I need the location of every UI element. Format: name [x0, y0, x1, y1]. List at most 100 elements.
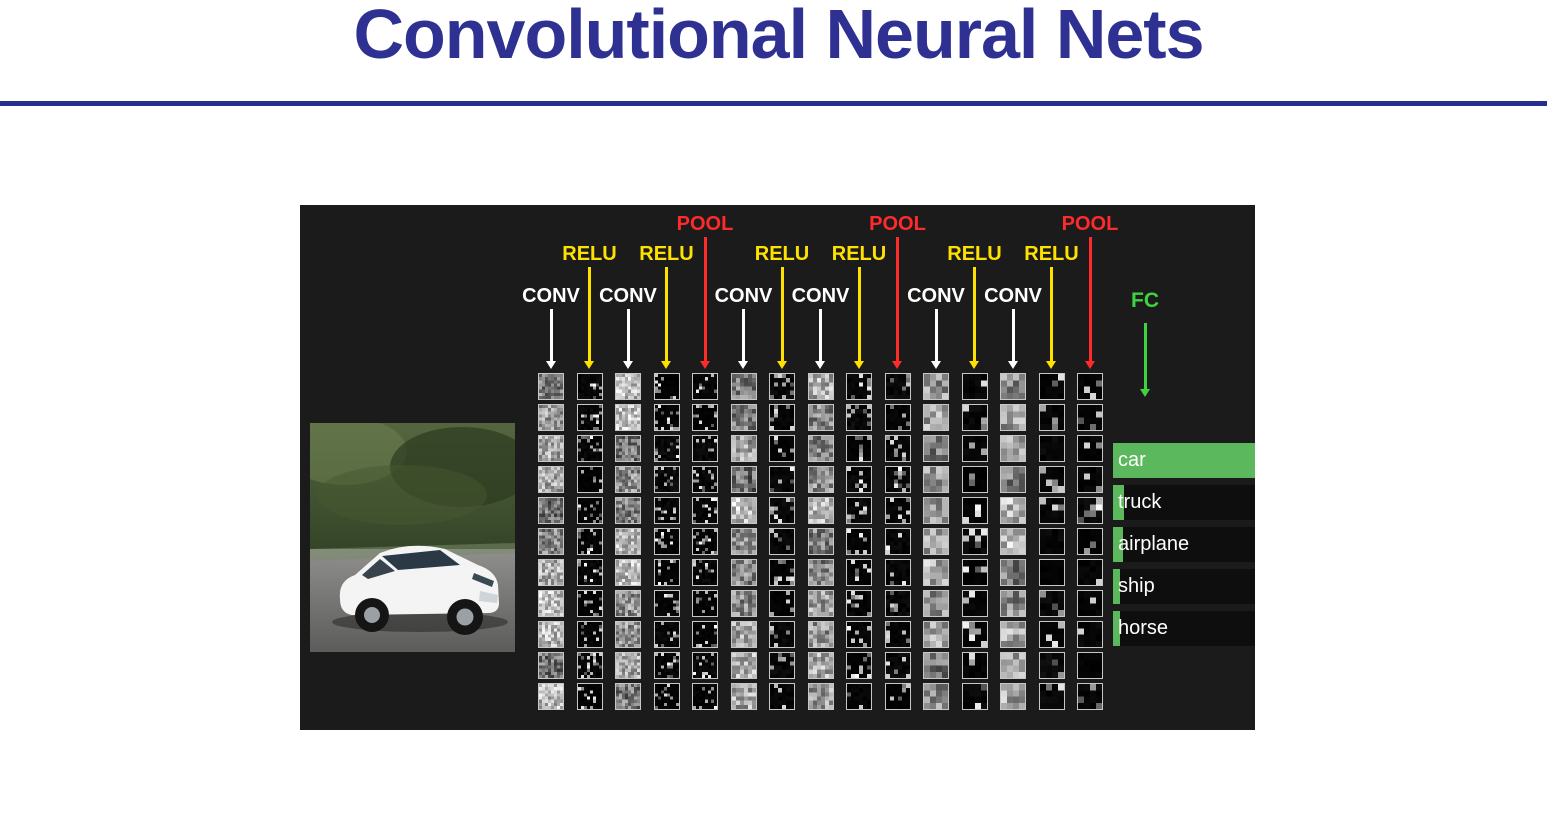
feature-map-tile: [615, 559, 641, 586]
feature-map-tile: [846, 559, 872, 586]
feature-map-tile: [615, 652, 641, 679]
feature-map-column: [961, 373, 988, 710]
feature-map-tile: [1077, 621, 1103, 648]
conv-arrow-icon: [622, 309, 634, 369]
feature-map-tile: [692, 435, 718, 462]
feature-map-tile: [576, 590, 603, 617]
feature-map-tile: [961, 559, 988, 586]
feature-map-tile: [1038, 404, 1065, 431]
probability-bar: [1113, 611, 1120, 646]
feature-map-tile: [692, 466, 718, 493]
feature-map-tile: [923, 590, 949, 617]
pool-arrow-icon: [892, 237, 903, 369]
layer-label-relu: RELU: [947, 243, 1002, 265]
feature-map-tile: [884, 559, 911, 586]
feature-map-tile: [1038, 590, 1065, 617]
feature-map-tile: [730, 683, 757, 710]
feature-map-tile: [807, 404, 834, 431]
layer-label-relu: RELU: [831, 243, 887, 265]
feature-map-tile: [653, 466, 680, 493]
feature-map-column: [923, 373, 949, 710]
feature-map-tile: [923, 559, 949, 586]
feature-map-tile: [807, 559, 834, 586]
feature-map-tile: [807, 497, 834, 524]
relu-arrow-icon: [969, 267, 980, 369]
feature-map-tile: [615, 528, 641, 555]
feature-map-tile: [615, 621, 641, 648]
feature-map-tile: [961, 373, 988, 400]
feature-map-tile: [961, 590, 988, 617]
feature-map-tile: [1038, 373, 1065, 400]
feature-map-tile: [576, 559, 603, 586]
feature-map-tile: [961, 435, 988, 462]
feature-map-tile: [769, 435, 795, 462]
class-label: ship: [1118, 575, 1155, 597]
feature-map-tile: [692, 559, 718, 586]
feature-map-tile: [923, 404, 949, 431]
feature-map-tile: [884, 435, 911, 462]
conv-arrow-icon: [545, 309, 557, 369]
feature-map-tile: [1038, 435, 1065, 462]
feature-map-tile: [692, 373, 718, 400]
feature-map-tile: [769, 466, 795, 493]
probability-bar: [1113, 485, 1124, 520]
feature-map-tile: [1000, 652, 1026, 679]
feature-map-tile: [615, 590, 641, 617]
prediction-row: horse: [1113, 611, 1255, 646]
feature-map-tile: [692, 497, 718, 524]
feature-map-tile: [961, 404, 988, 431]
feature-map-tile: [615, 683, 641, 710]
feature-map-tile: [1000, 683, 1026, 710]
feature-map-tile: [961, 683, 988, 710]
feature-map-tile: [846, 683, 872, 710]
fc-arrow-icon: [1139, 323, 1151, 397]
feature-map-tile: [1077, 497, 1103, 524]
feature-map-tile: [576, 404, 603, 431]
feature-map-tile: [653, 435, 680, 462]
feature-map-tile: [576, 652, 603, 679]
relu-arrow-icon: [776, 267, 788, 369]
prediction-row: ship: [1113, 569, 1255, 604]
feature-map-tile: [692, 590, 718, 617]
feature-map-tile: [1077, 683, 1103, 710]
feature-map-tile: [692, 621, 718, 648]
feature-map-tile: [884, 404, 911, 431]
feature-map-tile: [730, 621, 757, 648]
feature-map-tile: [807, 652, 834, 679]
feature-map-tile: [576, 621, 603, 648]
feature-map-tile: [576, 435, 603, 462]
feature-map-tile: [730, 466, 757, 493]
feature-map-tile: [730, 373, 757, 400]
feature-map-column: [1038, 373, 1065, 710]
feature-map-tile: [538, 621, 564, 648]
feature-map-tile: [653, 404, 680, 431]
feature-map-tile: [1000, 466, 1026, 493]
feature-map-tile: [576, 683, 603, 710]
feature-map-tile: [961, 621, 988, 648]
conv-arrow-icon: [738, 309, 749, 369]
feature-map-tile: [884, 590, 911, 617]
feature-map-tile: [615, 373, 641, 400]
pool-arrow-icon: [699, 237, 711, 369]
feature-map-tile: [538, 559, 564, 586]
feature-map-tile: [1038, 559, 1065, 586]
feature-map-tile: [653, 528, 680, 555]
feature-map-column: [1077, 373, 1103, 710]
probability-bar: [1113, 443, 1255, 478]
feature-map-tile: [653, 621, 680, 648]
feature-map-tile: [615, 497, 641, 524]
feature-map-tile: [769, 683, 795, 710]
feature-map-tile: [538, 528, 564, 555]
feature-map-tile: [1077, 652, 1103, 679]
feature-map-tile: [923, 621, 949, 648]
feature-map-tile: [807, 528, 834, 555]
feature-map-tile: [769, 528, 795, 555]
feature-map-tile: [846, 435, 872, 462]
feature-map-column: [576, 373, 603, 710]
feature-map-tile: [846, 621, 872, 648]
feature-map-tile: [846, 373, 872, 400]
layer-label-relu: RELU: [639, 243, 694, 265]
layer-label-pool: POOL: [676, 213, 734, 235]
